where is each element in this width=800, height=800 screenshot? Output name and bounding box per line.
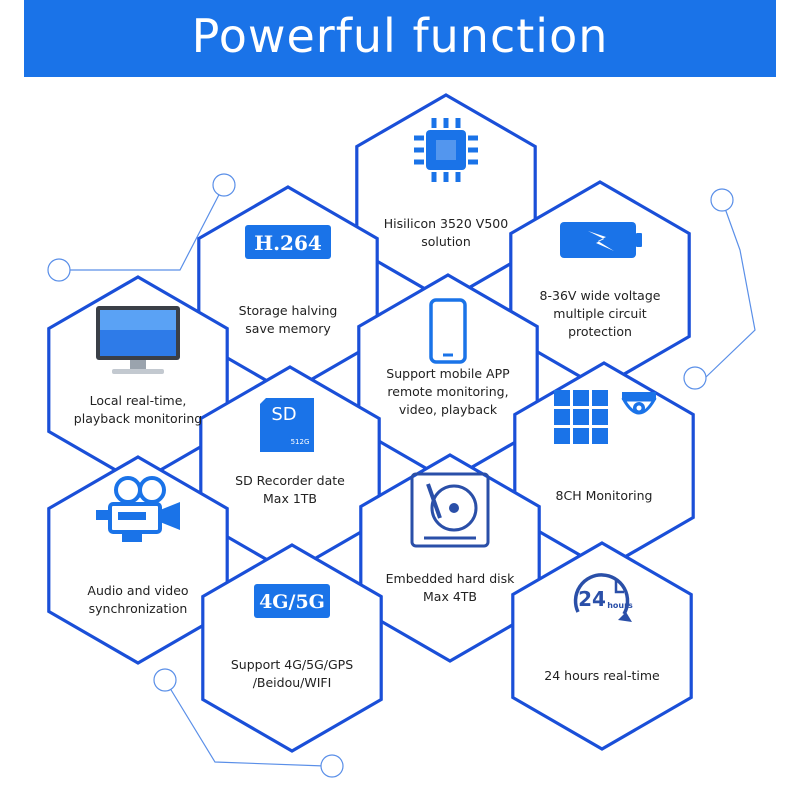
hex-cell-av [47, 455, 229, 665]
chip-icon [414, 118, 478, 182]
sd-card-icon: SD 512G [260, 398, 314, 452]
feature-label-hours: 24 hours real-time [527, 667, 677, 685]
feature-label-line: 8CH Monitoring [555, 488, 653, 503]
icon-text: 24 [578, 587, 606, 611]
feature-label-line: Hisilicon 3520 V500 [383, 216, 509, 231]
feature-label-monitor: Local real-time, playback monitoring [63, 392, 213, 428]
feature-label-line: video, playback [398, 402, 498, 417]
icon-text: H.264 [254, 231, 322, 255]
feature-label-line: Support mobile APP [386, 366, 510, 381]
page-title: Powerful function [191, 9, 609, 63]
feature-label-voltage: 8-36V wide voltage multiple circuit prote… [525, 287, 675, 341]
feature-label-line: Embedded hard disk [385, 571, 515, 586]
smartphone-icon [429, 298, 467, 364]
icon-text: hours [607, 601, 633, 610]
header-banner: Powerful function [24, 0, 776, 77]
feature-label-line: multiple circuit protection [553, 306, 647, 339]
feature-label-mobile: Support mobile APP remote monitoring, vide… [373, 365, 523, 419]
decorative-connectors [47, 173, 756, 778]
icon-text: SD [271, 404, 296, 425]
battery-bolt-icon [560, 222, 642, 258]
feature-label-h264: Storage halving save memory [213, 302, 363, 338]
icon-text: 512G [291, 438, 310, 446]
feature-label-ch8: 8CH Monitoring [529, 487, 679, 505]
hard-disk-icon [410, 472, 490, 548]
feature-label-line: remote monitoring, [387, 384, 509, 399]
feature-label-line: Local real-time, [89, 393, 187, 408]
h264-badge-icon: H.264 [245, 225, 331, 259]
feature-label-line: Max 4TB [423, 589, 477, 604]
hex-cell-net [201, 543, 383, 753]
feature-label-line: Audio and video [87, 583, 189, 598]
feature-label-line: playback monitoring [73, 411, 203, 426]
feature-label-net: Support 4G/5G/GPS/Beidou/WIFI [217, 656, 367, 692]
hex-cell-hdd [359, 453, 541, 663]
feature-label-line: Storage halving [238, 303, 338, 318]
feature-label-line: save memory [245, 321, 331, 336]
feature-label-line: SD Recorder date [235, 473, 345, 488]
feature-label-line: Support 4G/5G/GPS [230, 657, 354, 672]
feature-label-av: Audio and video synchronization [63, 582, 213, 618]
movie-camera-icon [96, 476, 180, 542]
desktop-monitor-icon [96, 306, 180, 374]
hex-cell-hours [511, 541, 693, 751]
feature-label-line: /Beidou/WIFI [252, 675, 332, 690]
feature-label-line: 8-36V wide voltage [539, 288, 661, 303]
icon-text: 4G/5G [259, 591, 325, 613]
camera-grid-icon [554, 390, 657, 444]
feature-label-chip: Hisilicon 3520 V500 solution [371, 215, 521, 251]
feature-label-line: Max 1TB [263, 491, 317, 506]
4g5g-badge-icon: 4G/5G [254, 584, 330, 618]
feature-label-line: solution [421, 234, 471, 249]
feature-label-line: synchronization [88, 601, 188, 616]
feature-label-line: 24 hours real-time [544, 668, 660, 683]
